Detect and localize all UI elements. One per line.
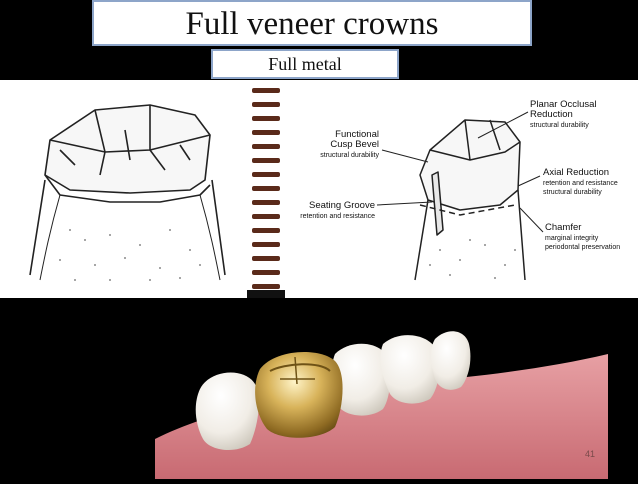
label-axial-reduction: Axial Reduction xyxy=(543,167,609,178)
label-planar-occlusal-2: Reduction xyxy=(530,109,573,120)
page-number: 41 xyxy=(585,449,596,459)
label-functional-bevel-note: structural durability xyxy=(320,152,379,159)
slide-title: Full veneer crowns xyxy=(185,6,439,42)
label-axial-reduction-note-1: retention and resistance xyxy=(543,180,618,187)
photo-svg xyxy=(155,299,608,479)
gum-tissue xyxy=(155,354,608,479)
label-chamfer: Chamfer xyxy=(545,222,581,233)
label-planar-occlusal-note: structural durability xyxy=(530,122,589,129)
gold-crown xyxy=(255,351,343,438)
label-seating-groove: Seating Groove xyxy=(309,200,375,211)
right-root-stipple xyxy=(429,239,516,279)
gold-crown-photo xyxy=(155,299,608,479)
label-functional-bevel-2: Cusp Bevel xyxy=(330,139,379,150)
label-axial-reduction-note-2: structural durability xyxy=(543,189,602,196)
slide-subtitle-box: Full metal xyxy=(211,49,399,79)
label-seating-groove-note: retention and resistance xyxy=(300,213,375,220)
crown-preparation-diagram: Planar Occlusal Reduction structural dur… xyxy=(0,80,638,298)
label-planar-occlusal-1: Planar Occlusal xyxy=(530,99,597,110)
leader-lines xyxy=(376,111,544,233)
spiral-binding xyxy=(247,80,285,298)
slide-title-box: Full veneer crowns xyxy=(92,0,532,46)
label-chamfer-note-1: marginal integrity xyxy=(545,235,599,242)
left-root-stipple xyxy=(59,229,201,281)
left-tooth-drawing xyxy=(29,104,226,281)
slide-subtitle: Full metal xyxy=(268,54,342,74)
label-functional-bevel-1: Functional xyxy=(335,129,379,140)
natural-teeth xyxy=(195,331,471,451)
diagram-svg: Planar Occlusal Reduction structural dur… xyxy=(29,80,620,298)
right-tooth-drawing xyxy=(414,119,526,281)
label-chamfer-note-2: periodontal preservation xyxy=(545,244,620,251)
